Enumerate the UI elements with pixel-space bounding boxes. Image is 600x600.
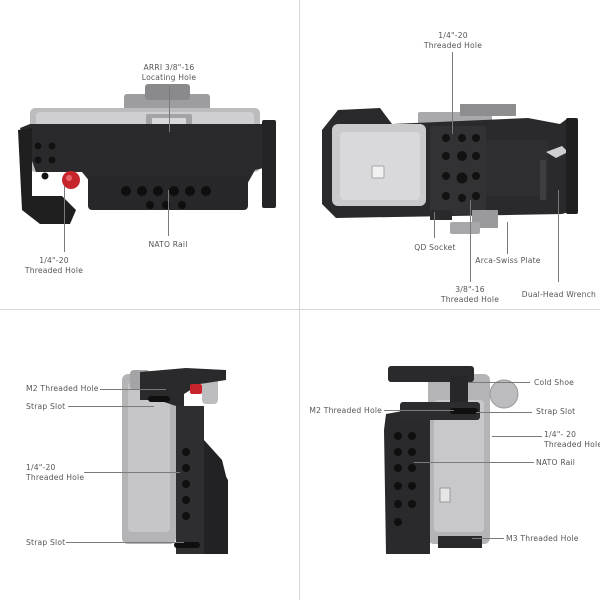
top-view-product-image (18, 84, 276, 224)
leader-arca (507, 222, 508, 254)
leader-qd (434, 212, 435, 238)
leader-wrench (558, 190, 559, 282)
label-arri-locating-hole: ARRI 3/8"-16 Locating Hole (141, 63, 197, 82)
leader-m2-right (384, 410, 454, 411)
label-three-eighth-threaded: 3/8"-16 Threaded Hole (440, 285, 500, 304)
label-strap-slot-left-1: Strap Slot (26, 402, 66, 411)
label-quarter-threaded-bottom: 1/4"-20 Threaded Hole (423, 31, 483, 50)
label-nato-rail-top: NATO Rail (148, 240, 188, 249)
panel-divider-horizontal (0, 309, 600, 310)
label-m3-threaded-right: M3 Threaded Hole (506, 534, 579, 543)
right-side-panel: Cold Shoe M2 Threaded Hole Strap Slot 1/… (300, 310, 600, 600)
leader-m2-left (100, 389, 166, 390)
leader-m3-right (472, 538, 504, 539)
bottom-view-panel: 1/4"-20 Threaded Hole QD Socket Arca-Swi… (300, 0, 600, 309)
label-cold-shoe: Cold Shoe (534, 378, 575, 387)
leader-strap-right (476, 412, 532, 413)
red-accent-side (190, 384, 202, 394)
label-qd-socket: QD Socket (414, 243, 456, 252)
leader-nato-right (414, 462, 534, 463)
bottom-view-product-image (322, 104, 578, 234)
leader-cold-shoe (468, 382, 530, 383)
leader-strap1-left (68, 406, 154, 407)
label-quarter-threaded-top: 1/4"-20 Threaded Hole (24, 256, 84, 275)
leader-quarter-right (492, 436, 542, 437)
left-side-panel: M2 Threaded Hole Strap Slot 1/4"-20 Thre… (0, 310, 299, 600)
label-dual-head-wrench: Dual-Head Wrench (521, 290, 596, 299)
leader-strap2-left (66, 542, 184, 543)
leader-three-eighth (470, 200, 471, 282)
label-strap-slot-right: Strap Slot (536, 407, 576, 416)
panel-divider-vertical (299, 0, 300, 600)
label-m2-threaded-right: M2 Threaded Hole (309, 406, 382, 415)
label-m2-threaded-left: M2 Threaded Hole (26, 384, 99, 393)
leader-quarter-top (64, 186, 65, 252)
top-view-panel: ARRI 3/8"-16 Locating Hole NATO Rail 1/4… (0, 0, 299, 309)
left-side-product-image (122, 368, 228, 554)
label-strap-slot-left-2: Strap Slot (26, 538, 66, 547)
label-quarter-threaded-right: 1/4"- 20 Threaded Hole (544, 430, 600, 449)
leader-arri (169, 86, 170, 132)
label-quarter-threaded-left: 1/4"-20 Threaded Hole (26, 463, 85, 482)
label-nato-rail-right: NATO Rail (536, 458, 576, 467)
label-arca-swiss-plate: Arca-Swiss Plate (475, 256, 541, 265)
leader-nato (168, 190, 169, 236)
leader-quarter-left (84, 472, 180, 473)
leader-quarter-bottom (452, 52, 453, 134)
right-side-product-image (384, 366, 519, 554)
